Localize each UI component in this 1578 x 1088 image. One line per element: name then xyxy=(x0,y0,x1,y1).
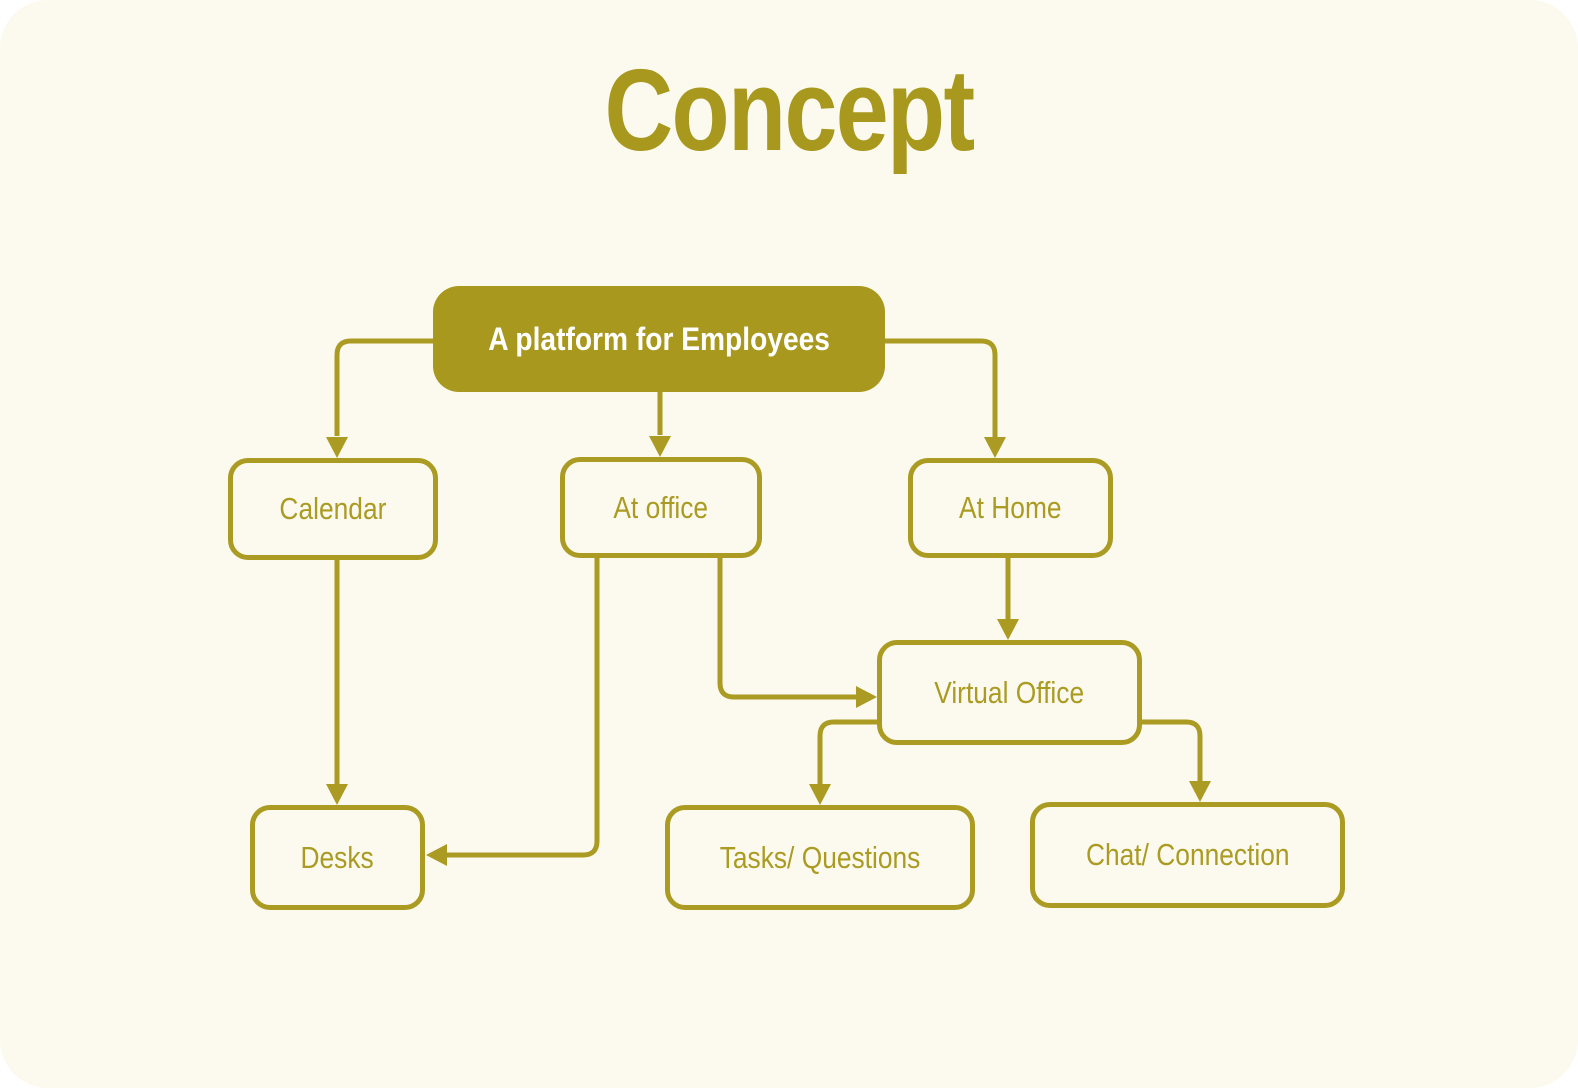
arrowhead-tasks xyxy=(809,784,831,805)
arrowhead-at-office xyxy=(649,436,671,457)
edge-root-calendar xyxy=(334,338,433,436)
node-at-office: At office xyxy=(560,457,762,558)
arrowhead-desks-top xyxy=(326,784,348,805)
arrowhead-chat xyxy=(1189,781,1211,802)
edge-at-office-desks xyxy=(447,558,600,858)
arrowhead-calendar xyxy=(326,437,348,458)
arrowhead-at-home xyxy=(984,437,1006,458)
node-at-home: At Home xyxy=(908,458,1113,558)
node-virtual-office-label: Virtual Office xyxy=(934,674,1085,710)
node-root-label: A platform for Employees xyxy=(488,320,830,357)
node-at-home-label: At Home xyxy=(959,490,1062,525)
edge-virtual-office-tasks xyxy=(817,719,877,784)
arrowhead-virtual-office-top xyxy=(997,619,1019,640)
edge-at-office-virtual-office xyxy=(717,558,856,700)
node-tasks-questions-label: Tasks/ Questions xyxy=(719,839,921,875)
node-calendar-label: Calendar xyxy=(279,491,387,526)
node-calendar: Calendar xyxy=(228,458,438,560)
node-root: A platform for Employees xyxy=(433,286,885,392)
node-desks: Desks xyxy=(250,805,425,910)
arrowhead-virtual-office-left xyxy=(856,686,877,708)
node-tasks-questions: Tasks/ Questions xyxy=(665,805,975,910)
page-title: Concept xyxy=(604,45,976,175)
edge-virtual-office-chat xyxy=(1142,719,1203,781)
arrowhead-desks-right xyxy=(426,844,447,866)
edge-root-at-home xyxy=(885,338,998,437)
node-virtual-office: Virtual Office xyxy=(877,640,1142,745)
node-chat-connection: Chat/ Connection xyxy=(1030,802,1345,908)
node-at-office-label: At office xyxy=(613,489,709,525)
node-chat-connection-label: Chat/ Connection xyxy=(1085,837,1290,872)
node-desks-label: Desks xyxy=(300,839,375,875)
